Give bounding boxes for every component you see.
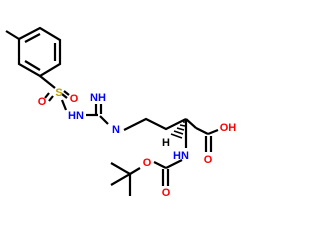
guanidine-imine-bond xyxy=(94,104,103,114)
imine-nh-label: NH xyxy=(90,92,106,104)
sulfonyl-o-left-label: O xyxy=(38,96,47,108)
methyl-bond xyxy=(5,30,20,40)
guanidine-n-bond xyxy=(99,115,109,125)
sulfonyl-o-right-label: O xyxy=(70,93,79,105)
sulfonamide-hn-label: HN xyxy=(68,110,84,122)
carboxyl-double-bond xyxy=(204,136,213,152)
chiral-ch2-bond xyxy=(185,118,197,129)
sulfur-nh-bond xyxy=(60,99,68,111)
carbonyl-ester-bond xyxy=(153,161,167,169)
ester-tbutyl-bond xyxy=(129,167,141,175)
tert-butyl-group xyxy=(110,162,132,196)
boc-hn-label: HN xyxy=(173,150,189,162)
carboxyl-o-label: O xyxy=(204,154,213,166)
guanidine-n-label: N xyxy=(112,124,120,136)
ring-sulfur-bond xyxy=(39,75,56,89)
molecule-diagram: O S O NH HN N H OH O HN O O xyxy=(5,26,237,199)
sulfonyl-double-bonds xyxy=(44,90,70,102)
boc-ester-o-label: O xyxy=(143,157,152,169)
nh-carbonyl-bond xyxy=(165,159,183,169)
hashed-h-bond xyxy=(170,121,186,139)
carbon-chain xyxy=(123,117,187,131)
chiral-h-label: H xyxy=(162,137,170,149)
carboxyl-oh-bond xyxy=(207,128,219,136)
toluene-ring xyxy=(17,26,62,78)
structure-canvas: O S O NH HN N H OH O HN O O xyxy=(5,26,237,199)
carboxyl-oh-label: OH xyxy=(220,122,237,134)
ch2-carboxyl-bond xyxy=(195,127,209,135)
sulfonyl-s-label: S xyxy=(55,87,62,99)
boc-carbonyl-o-label: O xyxy=(162,187,171,199)
boc-carbonyl-double-bond xyxy=(161,169,170,186)
